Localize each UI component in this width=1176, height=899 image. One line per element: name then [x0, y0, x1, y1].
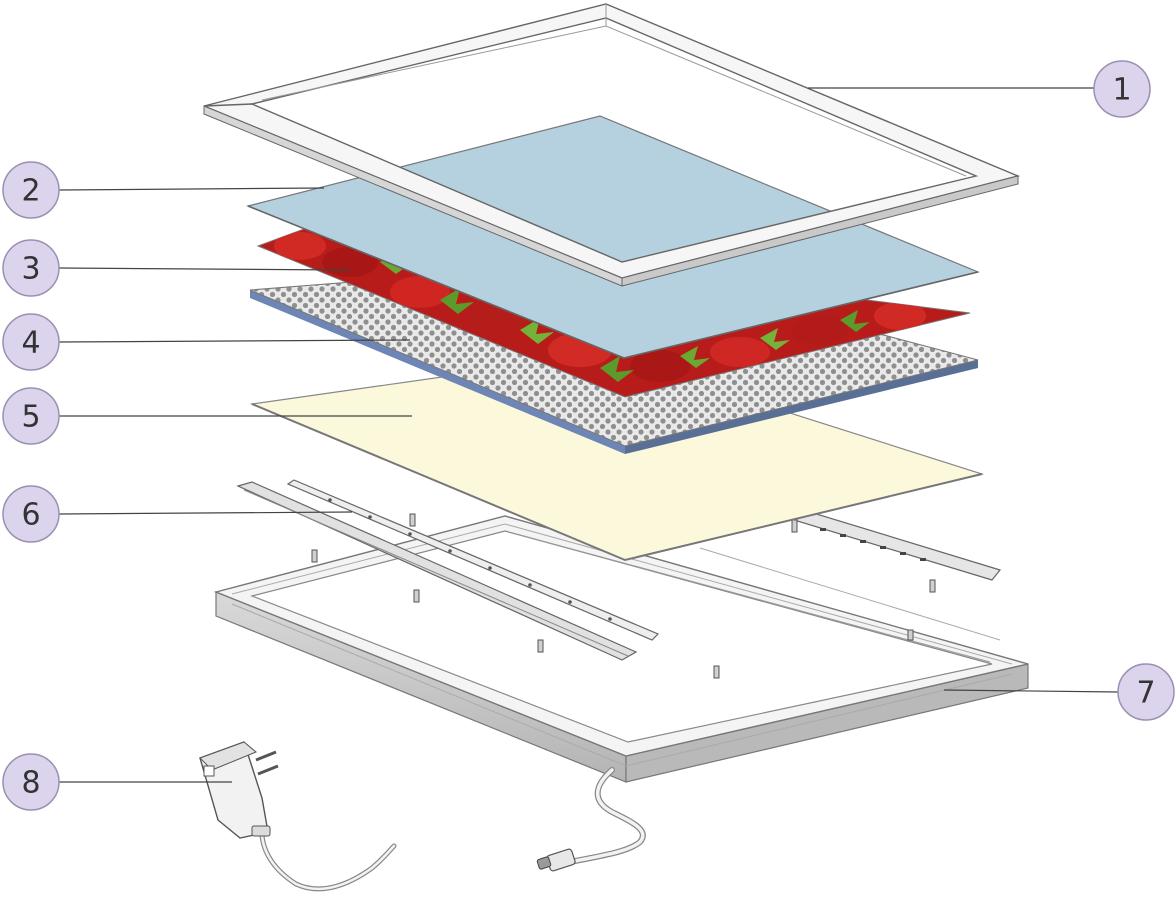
- led-rail-left: [236, 481, 638, 661]
- callout-6: 6: [2, 485, 60, 543]
- callout-3-label: 3: [21, 252, 40, 287]
- led-chips: [820, 528, 926, 561]
- callout-5-label: 5: [21, 400, 40, 435]
- led-rails: [236, 479, 1002, 679]
- callout-2-label: 2: [21, 174, 40, 209]
- callout-6-label: 6: [21, 498, 40, 533]
- leader-4: [58, 339, 411, 343]
- callout-7-label: 7: [1136, 676, 1155, 711]
- power-adapter: [199, 741, 397, 892]
- screws: [311, 513, 936, 679]
- leader-7: [943, 689, 1119, 693]
- callout-3: 3: [2, 239, 60, 297]
- leader-2: [58, 187, 325, 191]
- snap-frame: [203, 3, 1021, 287]
- leader-6: [58, 511, 353, 515]
- led-rail-right: [792, 511, 1002, 581]
- callout-8: 8: [2, 753, 60, 811]
- base-frame-opening: [250, 530, 993, 743]
- callout-4: 4: [2, 313, 60, 371]
- leader-3: [58, 267, 351, 271]
- base-frame: [213, 515, 1029, 872]
- dc-connector: [536, 848, 576, 872]
- callout-8-label: 8: [21, 766, 40, 801]
- led-strip-left: [286, 479, 660, 641]
- leader-lines: [58, 87, 1119, 783]
- callout-4-label: 4: [21, 326, 40, 361]
- callout-2: 2: [2, 161, 60, 219]
- callout-1-label: 1: [1112, 73, 1131, 108]
- callout-5: 5: [2, 387, 60, 445]
- callout-7: 7: [1117, 663, 1175, 721]
- callout-1: 1: [1093, 60, 1151, 118]
